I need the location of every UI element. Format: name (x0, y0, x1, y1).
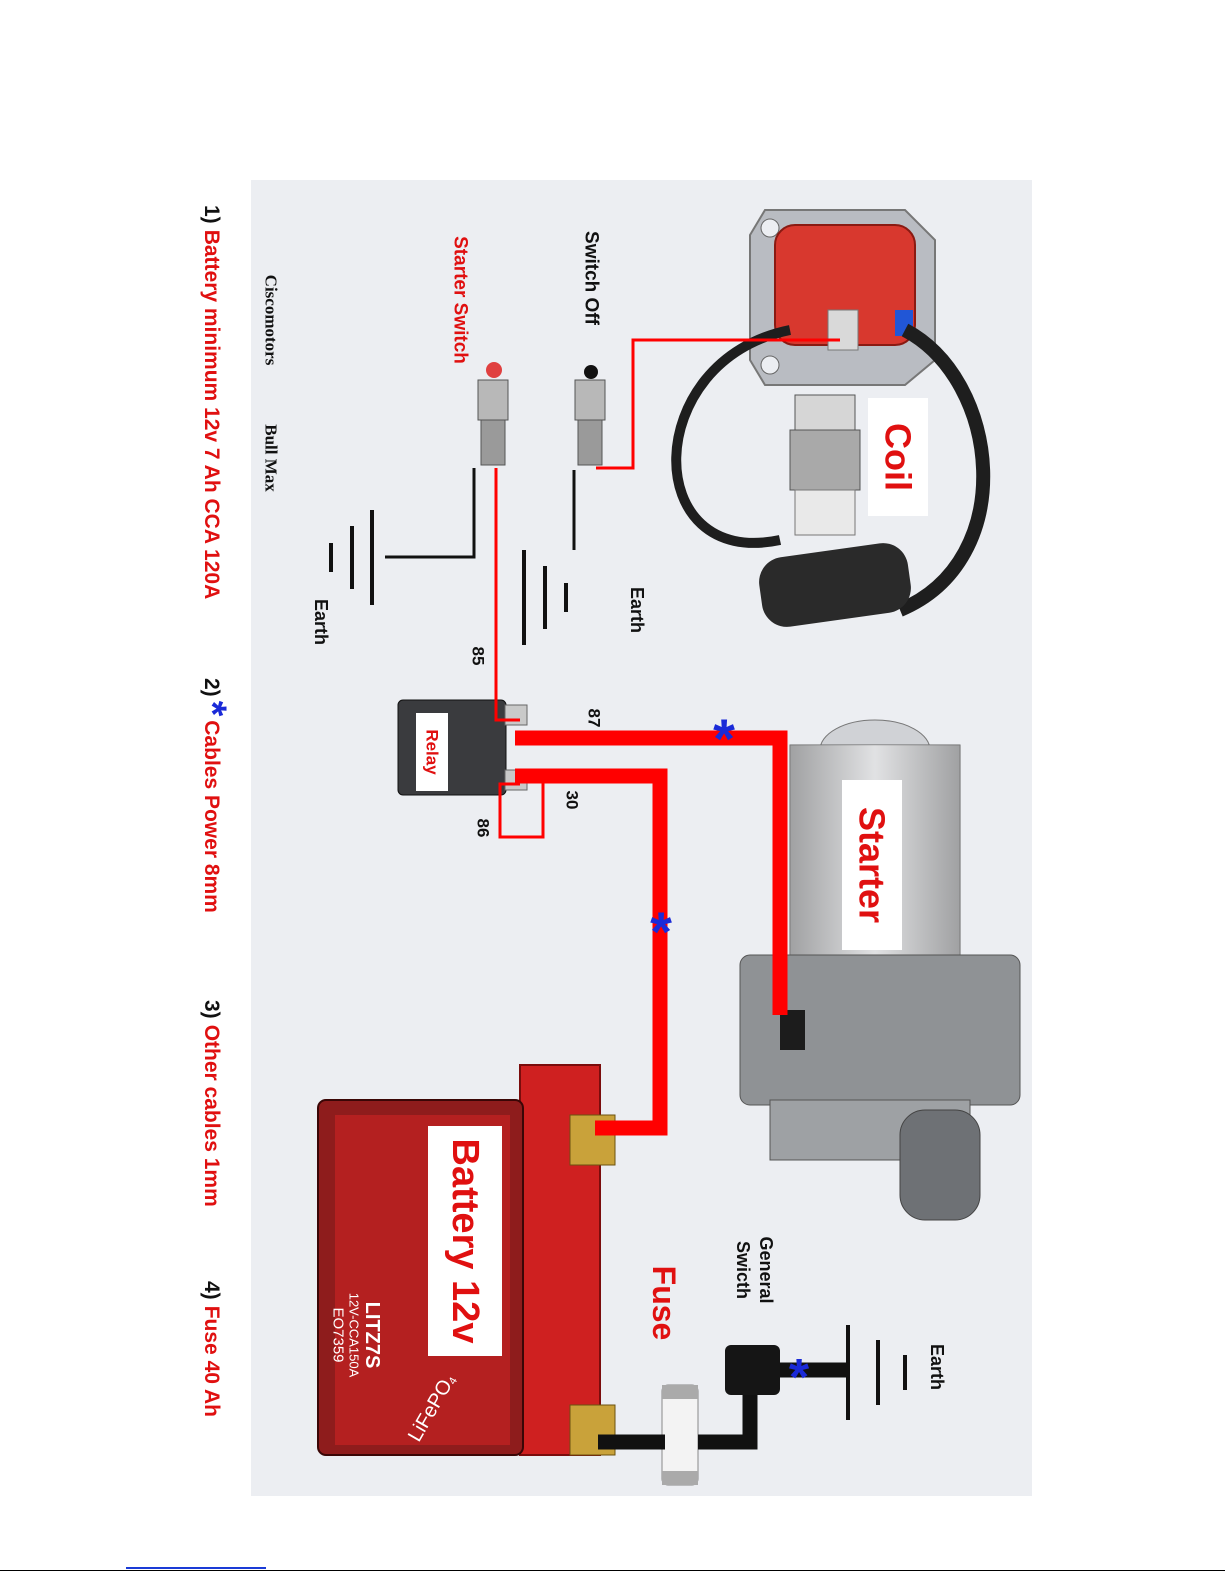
power-cable-asterisk-1: * (713, 707, 735, 770)
power-cable-asterisk-2: * (650, 900, 672, 963)
spark-plug (790, 395, 860, 535)
switch-off-label: Switch Off (581, 231, 602, 326)
note-2-number: 2) (201, 678, 224, 697)
earth-label-2: Earth (311, 599, 331, 645)
coil-label: Coil (878, 423, 919, 491)
general-switch-label-line2: Swicth (733, 1241, 753, 1299)
note-2-star: * (190, 701, 234, 717)
earth-label-3: Earth (927, 1344, 947, 1390)
note-1-number: 1) (201, 205, 224, 224)
footer-rule (0, 1570, 1225, 1571)
credit-bull-max: Bull Max (262, 424, 281, 492)
starter-label-box: Starter (842, 780, 902, 950)
note-2: 2) * Cables Power 8mm (190, 678, 234, 913)
notes-column: 1) Battery minimum 12v 7 Ah CCA 120A 2) * C… (190, 205, 234, 1417)
note-4: 4) Fuse 40 Ah (201, 1281, 224, 1417)
relay-label: Relay (423, 729, 442, 775)
note-4-number: 4) (201, 1281, 224, 1300)
relay-pin-30: 30 (563, 791, 582, 810)
earth-label-1: Earth (627, 587, 647, 633)
general-switch (725, 1345, 780, 1395)
cable-fuse-to-general-switch (698, 1395, 750, 1442)
note-3: 3) Other cables 1mm (201, 1000, 224, 1207)
note-1: 1) Battery minimum 12v 7 Ah CCA 120A (201, 205, 224, 599)
fuse (662, 1385, 698, 1485)
note-4-text: Fuse 40 Ah (201, 1306, 224, 1417)
battery-code-text: EO7359 (330, 1307, 347, 1362)
battery-spec-text: 12V-CCA150A (347, 1293, 362, 1378)
earth-symbol-switch-off (524, 550, 566, 645)
relay: Relay (398, 700, 527, 795)
relay-pin-87: 87 (585, 709, 604, 728)
fuse-label: Fuse (646, 1266, 682, 1341)
starter-label: Starter (852, 807, 893, 923)
general-switch-label-line1: General (756, 1236, 776, 1303)
coil-label-box: Coil (868, 398, 928, 516)
earth-symbol-starter-switch (331, 510, 372, 605)
wire-starter-switch-to-earth (385, 468, 474, 557)
note-2-text: Cables Power 8mm (201, 720, 224, 913)
note-1-text: Battery minimum 12v 7 Ah CCA 120A (201, 230, 224, 600)
battery-label: Battery 12v (444, 1139, 486, 1344)
starter-switch (478, 362, 508, 465)
relay-pin-85: 85 (469, 647, 488, 666)
credit-ciscomotors: Ciscomotors (262, 275, 281, 366)
note-3-number: 3) (201, 1000, 224, 1019)
starter-switch-label: Starter Switch (450, 236, 471, 364)
battery-label-box: Battery 12v (428, 1126, 502, 1356)
note-3-text: Other cables 1mm (201, 1025, 224, 1207)
relay-pin-86: 86 (474, 819, 493, 838)
power-cable-asterisk-3: * (789, 1349, 810, 1407)
switch-off (575, 365, 605, 465)
wire-starter-switch-to-relay-85 (496, 468, 520, 720)
earth-symbol-general (848, 1325, 905, 1420)
footer-link-underline[interactable] (126, 1567, 266, 1569)
battery-model-text: LITZ7S (361, 1302, 383, 1369)
